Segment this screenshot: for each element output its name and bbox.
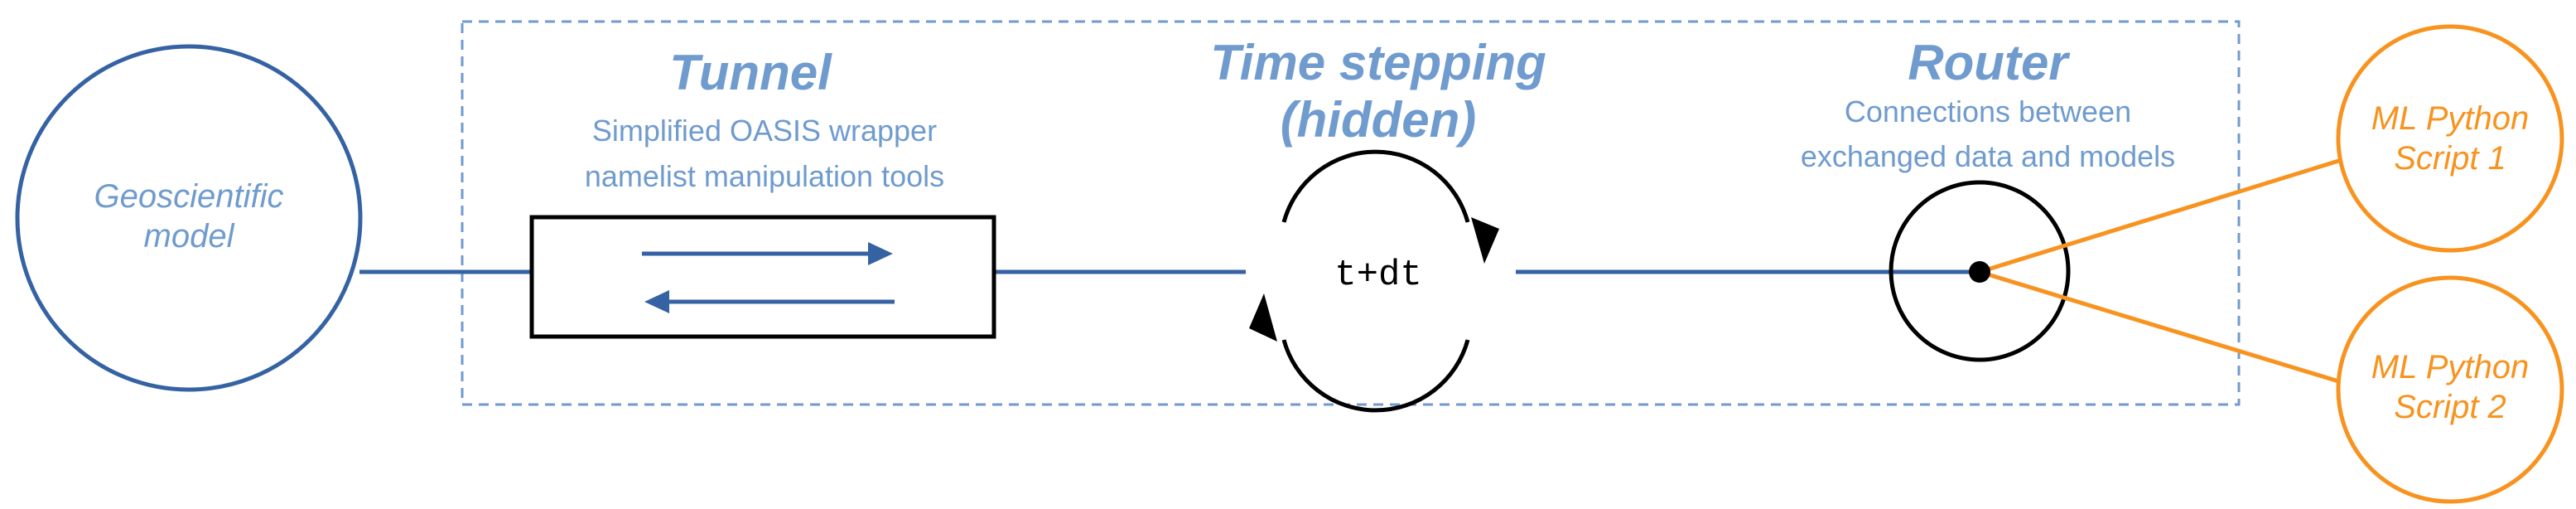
router-circle: [1889, 180, 2071, 362]
router-description-line2: exchanged data and models: [1801, 139, 2175, 173]
tunnel-description-line2: namelist manipulation tools: [585, 159, 944, 193]
script-1-label-line1: ML Python: [2371, 100, 2530, 137]
time-stepping-title-line2: (hidden): [1281, 92, 1477, 148]
router-description-line1: Connections between: [1845, 95, 2131, 128]
framework-boundary: [461, 20, 2241, 406]
arrow-left-icon: [644, 290, 895, 313]
script-connections: [1979, 157, 2345, 385]
tunnel-description-line1: Simplified OASIS wrapper: [592, 114, 937, 148]
router-hub-dot: [1969, 261, 1990, 283]
geoscientific-model-node: Geoscientific model: [15, 44, 363, 392]
time-stepping-title-line1: Time stepping: [1210, 35, 1546, 90]
script-2-label-line1: ML Python: [2371, 349, 2530, 385]
time-stepping-component: Time stepping (hidden) t+dt: [1210, 35, 1546, 413]
tunnel-component: Tunnel Simplified OASIS wrapper namelist…: [529, 45, 996, 339]
router-title: Router: [1908, 35, 2071, 90]
ml-python-script-2-node: ML Python Script 2: [2336, 275, 2564, 504]
geoscientific-model-label-line2: model: [144, 218, 235, 254]
script-1-label-line2: Script 1: [2394, 140, 2506, 177]
router-component: Router Connections between exchanged dat…: [1801, 35, 2175, 362]
arrow-right-icon: [642, 242, 893, 265]
time-step-label: t+dt: [1334, 254, 1422, 296]
ml-python-script-1-node: ML Python Script 1: [2336, 24, 2564, 253]
script-2-label-line2: Script 2: [2394, 389, 2506, 425]
cycle-arrows-icon: [1249, 149, 1499, 413]
geoscientific-model-label-line1: Geoscientific: [94, 178, 284, 215]
tunnel-box: [529, 215, 996, 339]
tunnel-title: Tunnel: [669, 45, 832, 100]
